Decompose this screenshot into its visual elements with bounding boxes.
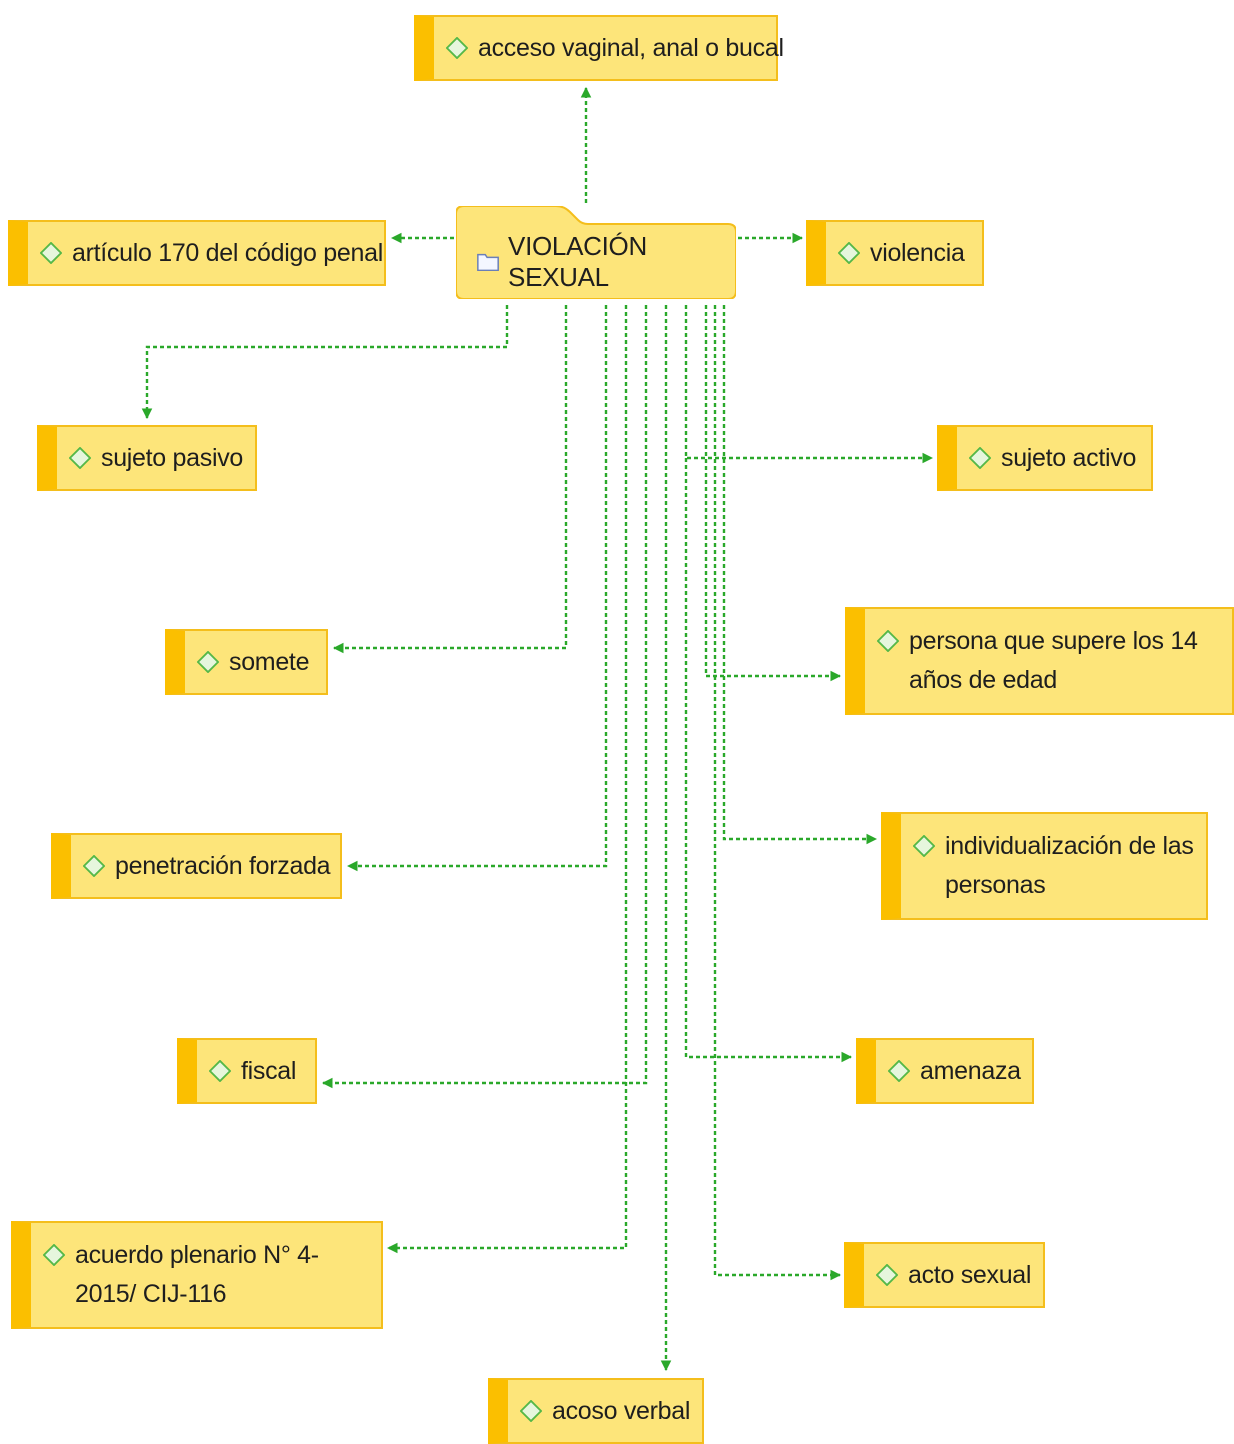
connector-persona: [704, 305, 842, 682]
node-label: sujeto activo: [1001, 443, 1137, 472]
node-fiscal[interactable]: fiscal: [177, 1038, 317, 1104]
node-acceso[interactable]: acceso vaginal, anal o bucal: [414, 15, 784, 81]
node-acoso-verbal[interactable]: acoso verbal: [488, 1378, 704, 1444]
diamond-icon: [43, 1244, 65, 1266]
connector-acto-sexual: [713, 305, 842, 1281]
node-label: artículo 170 del código penal: [72, 238, 383, 267]
connector-acuerdo: [386, 305, 628, 1254]
root-label: VIOLACIÓN SEXUAL: [508, 230, 647, 292]
node-label: acceso vaginal, anal o bucal: [478, 33, 784, 62]
diamond-icon: [877, 630, 899, 652]
connector-somete: [332, 305, 568, 654]
node-label: somete: [229, 647, 310, 676]
node-acto-sexual[interactable]: acto sexual: [844, 1242, 1045, 1308]
node-label: sujeto pasivo: [101, 443, 244, 472]
connector-individualizacion: [722, 305, 878, 845]
connector-fiscal: [321, 305, 648, 1089]
diamond-icon: [197, 651, 219, 673]
node-label: acuerdo plenario N° 4-2015/ CIJ-116: [75, 1241, 319, 1308]
node-amenaza[interactable]: amenaza: [856, 1038, 1034, 1104]
node-sujeto-pasivo[interactable]: sujeto pasivo: [37, 425, 257, 491]
node-label: acoso verbal: [552, 1396, 691, 1425]
diamond-icon: [209, 1060, 231, 1082]
diamond-icon: [446, 37, 468, 59]
connector-sujeto-pasivo: [141, 305, 509, 420]
node-persona[interactable]: persona que supere los 14 años de edad: [845, 607, 1234, 715]
connector-penetracion: [346, 305, 608, 872]
diamond-icon: [888, 1060, 910, 1082]
node-acuerdo[interactable]: acuerdo plenario N° 4-2015/ CIJ-116: [11, 1221, 383, 1329]
node-label: individualización de las personas: [945, 832, 1194, 899]
diamond-icon: [838, 242, 860, 264]
node-sujeto-activo[interactable]: sujeto activo: [937, 425, 1153, 491]
diamond-icon: [520, 1400, 542, 1422]
diamond-icon: [876, 1264, 898, 1286]
node-label: persona que supere los 14 años de edad: [909, 627, 1198, 694]
node-label: penetración forzada: [115, 851, 331, 880]
node-violencia[interactable]: violencia: [806, 220, 984, 286]
node-articulo[interactable]: artículo 170 del código penal: [8, 220, 386, 286]
connector-amenaza: [684, 458, 853, 1063]
diamond-icon: [69, 447, 91, 469]
root-node[interactable]: VIOLACIÓN SEXUAL: [456, 206, 736, 299]
diamond-icon: [969, 447, 991, 469]
node-label: amenaza: [920, 1056, 1021, 1085]
diamond-icon: [83, 855, 105, 877]
node-label: violencia: [870, 238, 965, 267]
node-label: acto sexual: [908, 1260, 1032, 1289]
node-penetracion[interactable]: penetración forzada: [51, 833, 342, 899]
diamond-icon: [913, 835, 935, 857]
node-individualizacion[interactable]: individualización de las personas: [881, 812, 1208, 920]
folder-shape: [456, 206, 736, 299]
folder-icon: [477, 253, 499, 271]
diamond-icon: [40, 242, 62, 264]
node-label: fiscal: [241, 1056, 297, 1085]
connector-sujeto-activo: [684, 305, 934, 464]
node-somete[interactable]: somete: [165, 629, 328, 695]
